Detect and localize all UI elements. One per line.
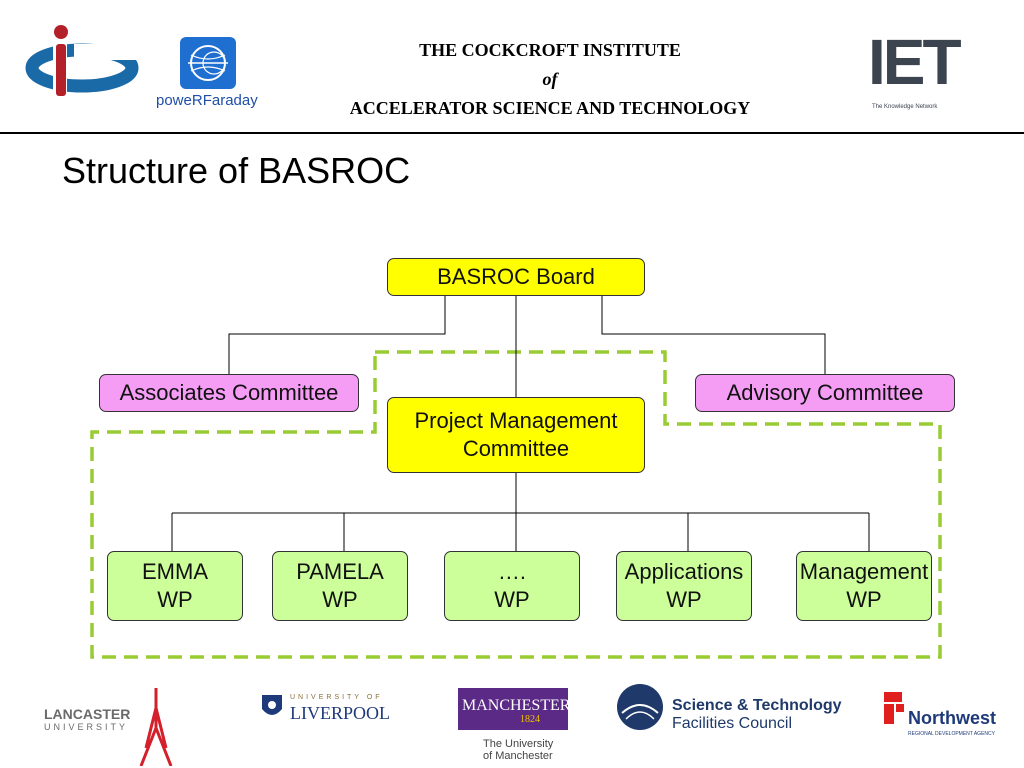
manchester-text: MANCHESTER <box>462 697 571 714</box>
lancaster-logo-text: LANCASTER <box>44 706 131 722</box>
cockcroft-logo <box>25 25 140 102</box>
manchester-logo-box <box>458 688 568 730</box>
stfc-emblem-icon <box>617 684 663 730</box>
manchester-sub2: of Manchester <box>483 750 553 762</box>
node-advisory-committee: Advisory Committee <box>695 374 955 412</box>
connector-board-advisory <box>601 296 826 374</box>
stfc-text-line1: Science & Technology <box>672 697 842 714</box>
liverpool-top-text: UNIVERSITY OF <box>290 694 383 701</box>
node-wp-dots: …. WP <box>444 551 580 621</box>
liverpool-crest-icon <box>262 695 282 715</box>
stfc-text-line2: Facilities Council <box>672 715 793 732</box>
northwest-emblem-icon <box>884 692 904 724</box>
header-divider <box>0 132 1024 134</box>
header-line3: ACCELERATOR SCIENCE AND TECHNOLOGY <box>349 98 751 118</box>
slide-title: Structure of BASROC <box>62 150 411 191</box>
manchester-sub1: The University <box>483 738 554 750</box>
node-project-management-committee: Project Management Committee <box>387 397 645 473</box>
pmc-boundary-dashed <box>90 350 942 659</box>
iet-tagline: The Knowledge Network <box>872 104 938 110</box>
poweRFaraday-text: poweRFaraday <box>156 92 258 109</box>
node-basroc-board: BASROC Board <box>387 258 645 296</box>
header-title: THE COCKCROFT INSTITUTE of ACCELERATOR S… <box>270 36 830 123</box>
header-line2: of <box>542 69 558 89</box>
lancaster-emblem-icon <box>139 688 173 766</box>
node-wp-applications: Applications WP <box>616 551 752 621</box>
poweRFaraday-icon <box>180 37 236 89</box>
liverpool-text: LIVERPOOL <box>290 703 390 723</box>
node-wp-management: Management WP <box>796 551 932 621</box>
node-wp-pamela: PAMELA WP <box>272 551 408 621</box>
connector-board-associates <box>228 296 446 374</box>
header-line1: THE COCKCROFT INSTITUTE <box>419 40 681 60</box>
northwest-sub: REGIONAL DEVELOPMENT AGENCY <box>908 731 995 737</box>
lancaster-logo-sub: UNIVERSITY <box>44 722 129 732</box>
manchester-year: 1824 <box>520 714 540 725</box>
node-associates-committee: Associates Committee <box>99 374 359 412</box>
northwest-text: Northwest <box>908 708 997 728</box>
node-wp-emma: EMMA WP <box>107 551 243 621</box>
iet-logo: IET <box>868 26 962 98</box>
